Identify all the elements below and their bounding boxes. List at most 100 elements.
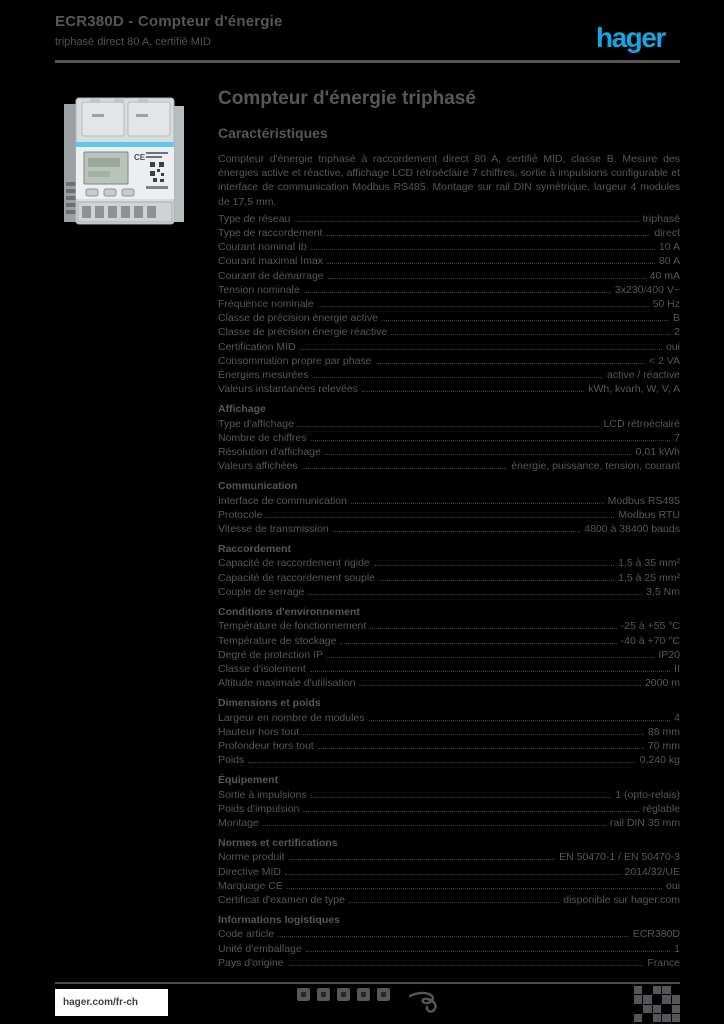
spec-table: Compteur d'énergie triphasé à raccordeme… [218, 152, 680, 970]
spec-value: 1,5 à 35 mm² [618, 557, 680, 570]
product-title: Compteur d'énergie triphasé [218, 88, 476, 109]
spec-label: Certificat d'examen de type [218, 893, 345, 906]
dotted-leader [361, 391, 585, 393]
spec-label: Courant de démarrage [218, 269, 324, 282]
spec-value: 1 (opto-relais) [615, 788, 680, 801]
spec-value: EN 50470-1 / EN 50470-3 [559, 851, 680, 864]
spec-section-heading: Normes et certifications [218, 837, 338, 850]
spec-row: Température de stockage-40 à +70 °C [218, 634, 680, 648]
qr-code [150, 162, 164, 182]
spec-value: 40 mA [649, 269, 680, 282]
spec-value: Modbus RS485 [607, 494, 680, 507]
spec-value: 2000 m [644, 677, 680, 690]
spec-value: 3x230/400 V~ [614, 283, 680, 296]
spec-label: Largeur en nombre de modules [218, 711, 365, 724]
spec-value: triphasé [642, 212, 680, 225]
dotted-leader [350, 502, 604, 504]
dotted-leader [312, 377, 604, 379]
product-photo: CE [62, 90, 188, 230]
dotted-leader [310, 439, 671, 441]
ce-mark: CE [134, 153, 146, 162]
dotted-leader [278, 936, 629, 938]
spec-label: Température de fonctionnement [218, 620, 367, 633]
spec-label: Courant nominal Ib [218, 241, 307, 254]
spec-section-heading: Raccordement [218, 543, 291, 556]
spec-label: Capacité de raccordement souple [218, 571, 376, 584]
spec-label: Montage [218, 816, 259, 829]
dotted-leader [248, 762, 636, 764]
footer-divider [55, 982, 680, 984]
dotted-leader [310, 249, 655, 251]
meter-buttons [85, 188, 135, 197]
spec-label: Nombre de chiffres [218, 431, 307, 444]
dotted-leader [303, 810, 639, 812]
characteristics-heading: Caractéristiques [218, 125, 328, 141]
dotted-leader [287, 964, 644, 966]
spec-label: Fréquence nominale [218, 298, 314, 311]
spec-label: Capacité de raccordement rigide [218, 557, 370, 570]
dotted-leader [324, 454, 632, 456]
spec-row: Sortie à impulsions 1 (opto-relais) [218, 788, 680, 802]
footer-url[interactable]: hager.com/fr-ch [63, 997, 139, 1008]
spec-label: Courant maximal Imax [218, 255, 324, 268]
spec-label: Protocole [218, 508, 263, 521]
dotted-leader [332, 531, 581, 533]
spec-value: énergie, puissance, tension, courant [511, 460, 680, 473]
spec-value: Modbus RTU [618, 508, 680, 521]
dotted-leader [294, 220, 639, 222]
footer-url-box[interactable]: hager.com/fr-ch [55, 989, 168, 1016]
spec-row: Protocole Modbus RTU [218, 508, 680, 522]
dotted-leader [373, 565, 615, 567]
spec-section-heading: Communication [218, 480, 298, 493]
hager-logo: hager [596, 22, 666, 53]
spec-label: Énergies mesurées [218, 369, 309, 382]
spec-value: direct [654, 227, 680, 240]
spec-value: 0,240 kg [639, 754, 680, 767]
dotted-leader [375, 362, 645, 364]
spec-label: Poids [218, 754, 245, 767]
spec-label: Hauteur hors tout [218, 725, 300, 738]
dotted-leader [303, 733, 644, 735]
spec-label: Couple de serrage [218, 585, 305, 598]
dotted-leader [327, 277, 646, 279]
document-title-line1: ECR380D - Compteur d'énergie [55, 13, 283, 30]
dotted-leader [327, 263, 655, 265]
dotted-leader [309, 670, 671, 672]
footer-icons [297, 988, 390, 1001]
spec-value: 0,01 kWh [635, 446, 680, 459]
spec-label: Sortie à impulsions [218, 788, 307, 801]
dotted-leader [299, 348, 662, 350]
youtube-icon [337, 988, 350, 1001]
spec-row: Valeurs affichées énergie, puissance, ten… [218, 459, 680, 473]
spec-row: Profondeur hors tout 70 mm [218, 739, 680, 753]
spec-value: 2 [674, 326, 680, 339]
spec-label: Code article [218, 928, 275, 941]
spec-label: Classe d'isolement [218, 662, 306, 675]
linkedin-icon [357, 988, 370, 1001]
dotted-leader [305, 950, 671, 952]
dotted-leader [379, 579, 615, 581]
spec-value: 70 mm [647, 739, 680, 752]
spec-label: Valeurs affichées [218, 460, 298, 473]
spec-value: 1,5 à 25 mm² [618, 571, 680, 584]
dotted-leader [310, 796, 612, 798]
spec-label: Profondeur hors tout [218, 739, 314, 752]
instagram-icon [377, 988, 390, 1001]
spec-value: 4 [674, 711, 680, 724]
dotted-leader [326, 235, 651, 237]
spec-value: 3,5 Nm [646, 585, 680, 598]
dotted-leader [262, 824, 606, 826]
facebook-icon [297, 988, 310, 1001]
spec-label: Type d'affichage [218, 417, 294, 430]
